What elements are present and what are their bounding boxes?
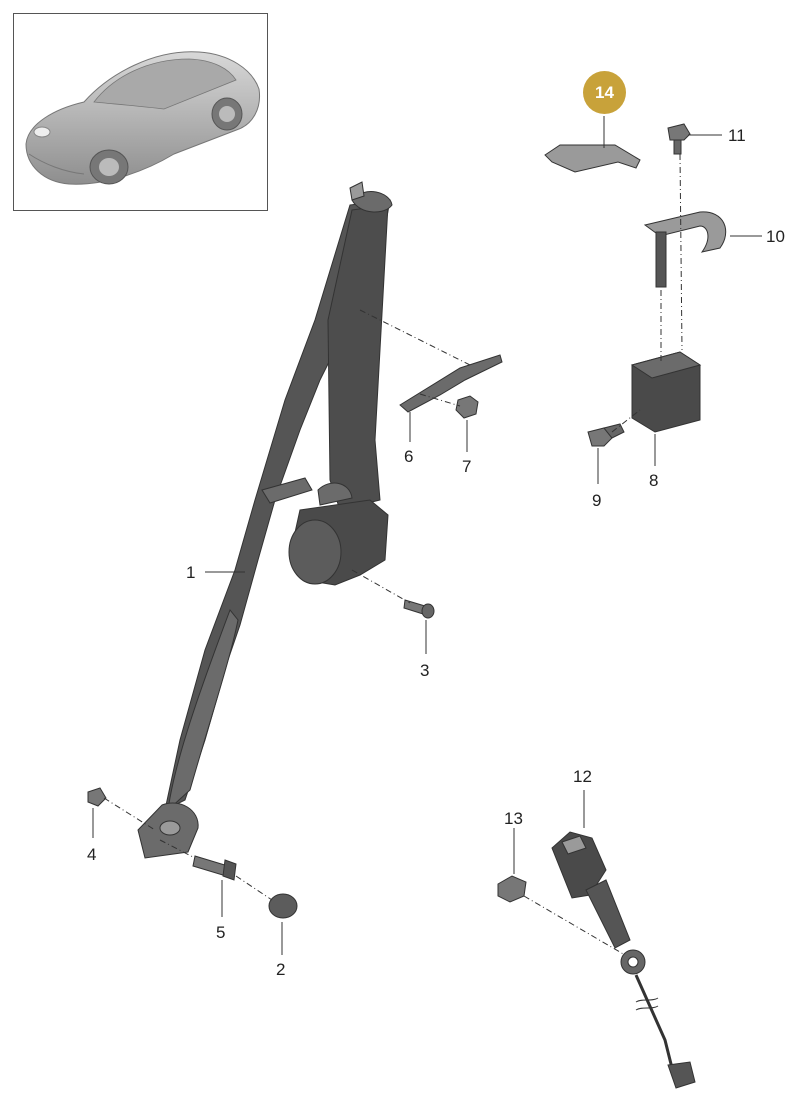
car-icon <box>25 51 261 185</box>
callout-13: 13 <box>504 809 523 828</box>
vehicle-inset <box>13 13 268 211</box>
callout-14-badge[interactable]: 14 <box>583 71 626 114</box>
belt-guide <box>399 354 503 413</box>
assembly-lines <box>103 153 683 956</box>
callout-4: 4 <box>87 845 97 864</box>
callout-2: 2 <box>276 960 286 979</box>
callout-6: 6 <box>404 447 414 466</box>
retractor-bolt <box>403 599 435 619</box>
d-ring <box>643 211 727 288</box>
callout-11: 11 <box>728 126 746 145</box>
callout-7: 7 <box>462 457 472 476</box>
buckle-nut <box>497 875 527 903</box>
seat-belt-buckle <box>551 831 696 1089</box>
callout-3: 3 <box>420 661 430 680</box>
trim-bracket <box>544 144 641 173</box>
anchor-bolt <box>192 855 237 881</box>
leader-lines <box>92 116 762 955</box>
callout-9: 9 <box>592 491 602 510</box>
callout-1: 1 <box>186 563 196 582</box>
anchor-cover <box>268 893 298 919</box>
adjuster-bolt <box>587 423 625 447</box>
callout-8: 8 <box>649 471 659 490</box>
callout-5: 5 <box>216 923 226 942</box>
callout-12: 12 <box>573 767 592 786</box>
height-adjuster-bolt <box>667 123 691 155</box>
seat-belt-webbing <box>137 181 393 859</box>
guide-nut <box>455 395 479 419</box>
height-adjuster <box>630 351 702 433</box>
anchor-cap <box>87 787 107 807</box>
callout-10: 10 <box>766 227 785 246</box>
